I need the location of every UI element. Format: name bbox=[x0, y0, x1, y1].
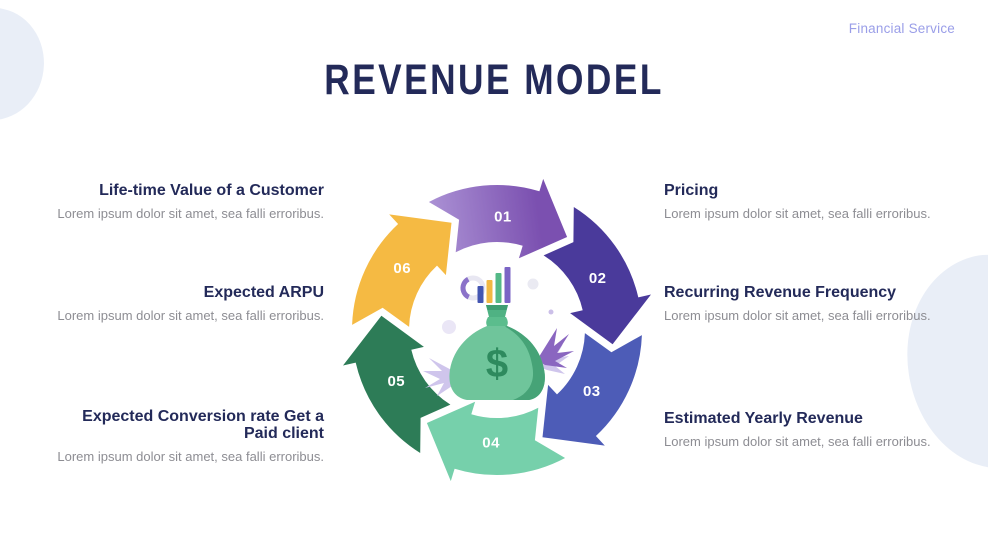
cycle-number-03: 03 bbox=[583, 383, 601, 400]
item-conversion-rate: Expected Conversion rate Get a Paid clie… bbox=[54, 408, 324, 464]
dollar-sign: $ bbox=[486, 342, 508, 386]
cycle-number-02: 02 bbox=[589, 270, 607, 287]
leaf-purple-icon bbox=[537, 328, 574, 368]
money-bag-illustration: $ bbox=[423, 267, 574, 400]
item-title: Estimated Yearly Revenue bbox=[664, 410, 863, 427]
item-title: Expected Conversion rate Get a Paid clie… bbox=[82, 408, 324, 442]
brand-label: Financial Service bbox=[848, 21, 955, 36]
item-title: Life-time Value of a Customer bbox=[99, 182, 324, 199]
cycle-arrow-06 bbox=[352, 214, 452, 327]
cycle-arrow-05 bbox=[343, 315, 451, 453]
item-desc: Lorem ipsum dolor sit amet, sea falli er… bbox=[57, 206, 324, 221]
cycle-number-04: 04 bbox=[482, 434, 500, 451]
money-bag-icon: $ bbox=[449, 305, 545, 400]
item-desc: Lorem ipsum dolor sit amet, sea falli er… bbox=[664, 206, 931, 221]
leaf-lavender-icon bbox=[423, 358, 459, 396]
decor-dot-icon bbox=[548, 309, 554, 315]
bar-chart-icon bbox=[477, 267, 511, 303]
item-pricing: Pricing Lorem ipsum dolor sit amet, sea … bbox=[664, 182, 946, 221]
cycle-arrow-03 bbox=[542, 333, 642, 446]
item-estimated-yearly-revenue: Estimated Yearly Revenue Lorem ipsum dol… bbox=[664, 410, 946, 449]
item-title: Recurring Revenue Frequency bbox=[664, 284, 897, 301]
item-recurring-revenue: Recurring Revenue Frequency Lorem ipsum … bbox=[664, 284, 946, 323]
cycle-number-01: 01 bbox=[494, 209, 512, 226]
cycle-number-05: 05 bbox=[387, 373, 405, 390]
item-desc: Lorem ipsum dolor sit amet, sea falli er… bbox=[57, 449, 324, 464]
cycle-arrows: 01 02 03 04 05 06 bbox=[343, 178, 651, 482]
cycle-arrow-04 bbox=[426, 401, 566, 482]
item-desc: Lorem ipsum dolor sit amet, sea falli er… bbox=[57, 308, 324, 323]
cycle-arrow-01 bbox=[428, 178, 568, 259]
decor-dot-icon bbox=[527, 278, 539, 290]
decor-dot-icon bbox=[442, 320, 456, 334]
item-desc: Lorem ipsum dolor sit amet, sea falli er… bbox=[664, 308, 931, 323]
item-desc: Lorem ipsum dolor sit amet, sea falli er… bbox=[664, 434, 931, 449]
item-title: Pricing bbox=[664, 182, 719, 199]
item-lifetime-value: Life-time Value of a Customer Lorem ipsu… bbox=[54, 182, 324, 221]
page-title: REVENUE MODEL bbox=[324, 56, 664, 104]
cycle-diagram: 01 02 03 04 05 06 bbox=[343, 178, 651, 482]
cycle-arrow-02 bbox=[543, 207, 651, 345]
title-wrap: REVENUE MODEL bbox=[0, 56, 988, 105]
cycle-number-06: 06 bbox=[393, 260, 411, 277]
item-expected-arpu: Expected ARPU Lorem ipsum dolor sit amet… bbox=[54, 284, 324, 323]
item-title: Expected ARPU bbox=[203, 284, 324, 301]
